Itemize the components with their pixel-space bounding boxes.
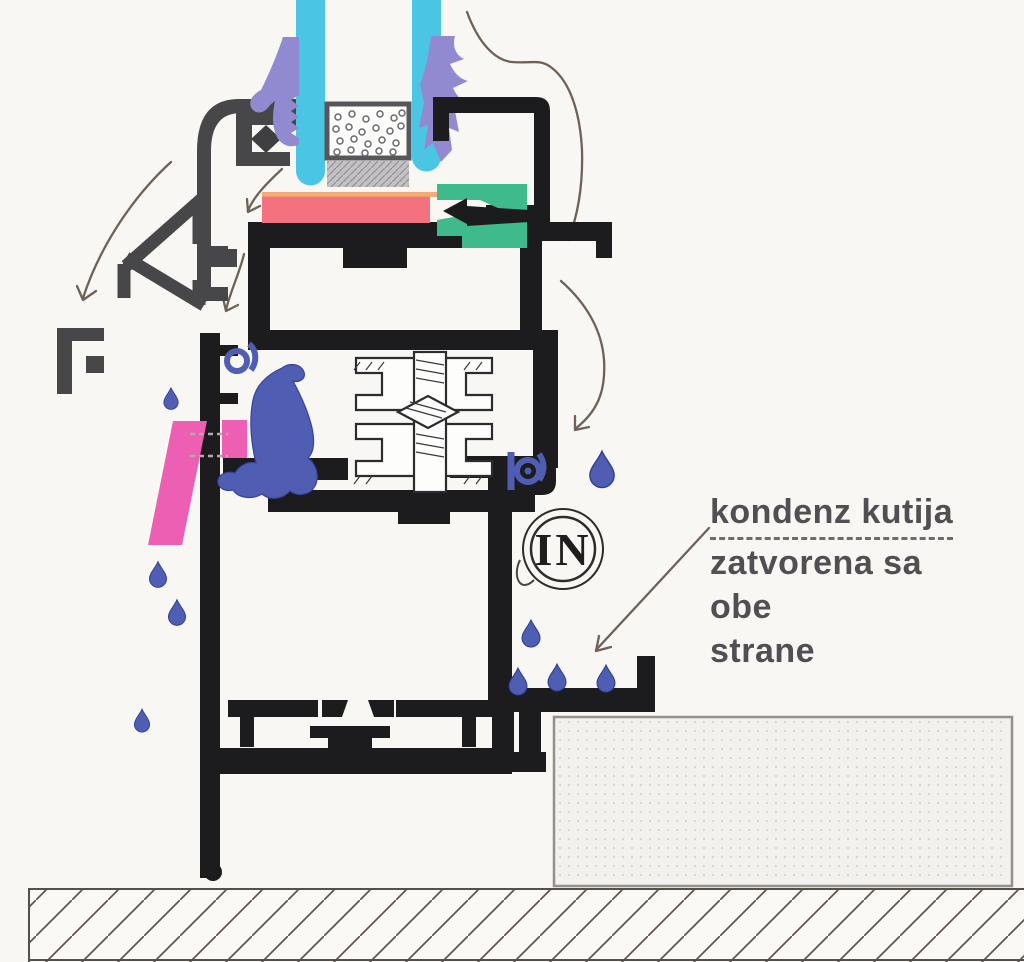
edge-sealant (327, 161, 409, 187)
glass-unit (296, 0, 441, 187)
glass-pane-outer (296, 0, 325, 186)
floor-slot-left (322, 700, 348, 717)
flow-arrow-right-bottom (559, 279, 606, 432)
sash-inner-rib (343, 248, 407, 268)
ground-hatch (28, 888, 1024, 962)
wall-stub-upper (220, 345, 238, 356)
frame-rebate-step (596, 241, 612, 258)
screw-connector (353, 350, 494, 494)
spacer-bar (324, 101, 412, 161)
frame-left-wall-foot (204, 863, 222, 881)
connector-bottom-band (268, 490, 535, 524)
outer-cladding-bracket (57, 328, 104, 394)
setting-block-top-seal (262, 192, 527, 197)
sill-block (552, 715, 1014, 888)
floor-foot-right (462, 717, 476, 747)
seal-tie-dashes (190, 432, 228, 458)
water-droplet (148, 561, 168, 588)
drain-valve-blue (507, 452, 547, 490)
frame-left-wall (200, 333, 220, 878)
setting-block (262, 196, 430, 223)
water-droplet (167, 599, 187, 626)
exterior-direction-arrow (117, 192, 237, 311)
annotation-leader-arrow (594, 526, 711, 653)
water-droplet (163, 387, 179, 410)
water-droplet (521, 619, 541, 648)
floor-foot-center (310, 726, 390, 750)
in-badge: IN (515, 508, 604, 590)
flow-arrow-left (75, 160, 173, 302)
condensate-flow-shape (217, 363, 318, 499)
annotation-line-1: kondenz kutija (710, 490, 1000, 541)
water-droplet (596, 664, 616, 693)
water-droplet (133, 708, 151, 733)
condensation-box (492, 656, 655, 772)
flow-arrow-bead-gap (245, 167, 284, 214)
gasket-arrow-icon (443, 198, 529, 226)
annotation-line-2: zatvorena sa (710, 544, 922, 582)
wall-stub-lower (220, 393, 238, 404)
drain-clip-blue (224, 341, 259, 374)
annotation-line-4: strane (710, 632, 816, 670)
bottom-rail (200, 748, 512, 774)
in-badge-label: IN (534, 524, 591, 575)
exterior-seal-pink (148, 420, 247, 545)
center-gasket-green (437, 184, 529, 248)
frame-head-inner (433, 97, 612, 241)
water-droplet (589, 450, 615, 489)
desiccant-dots (332, 109, 406, 157)
floor-foot-left (240, 717, 254, 747)
water-droplet (547, 663, 567, 692)
frame-lower-right-wall (488, 478, 512, 717)
floor-slot-right (368, 700, 394, 717)
annotation-line-3: obe (710, 588, 772, 626)
frame-profiles (200, 97, 655, 881)
annotation-text: kondenz kutija zatvorena sa obe strane (710, 490, 1000, 673)
glazing-gasket-outer (250, 37, 299, 147)
frame-right-wall (533, 330, 558, 468)
